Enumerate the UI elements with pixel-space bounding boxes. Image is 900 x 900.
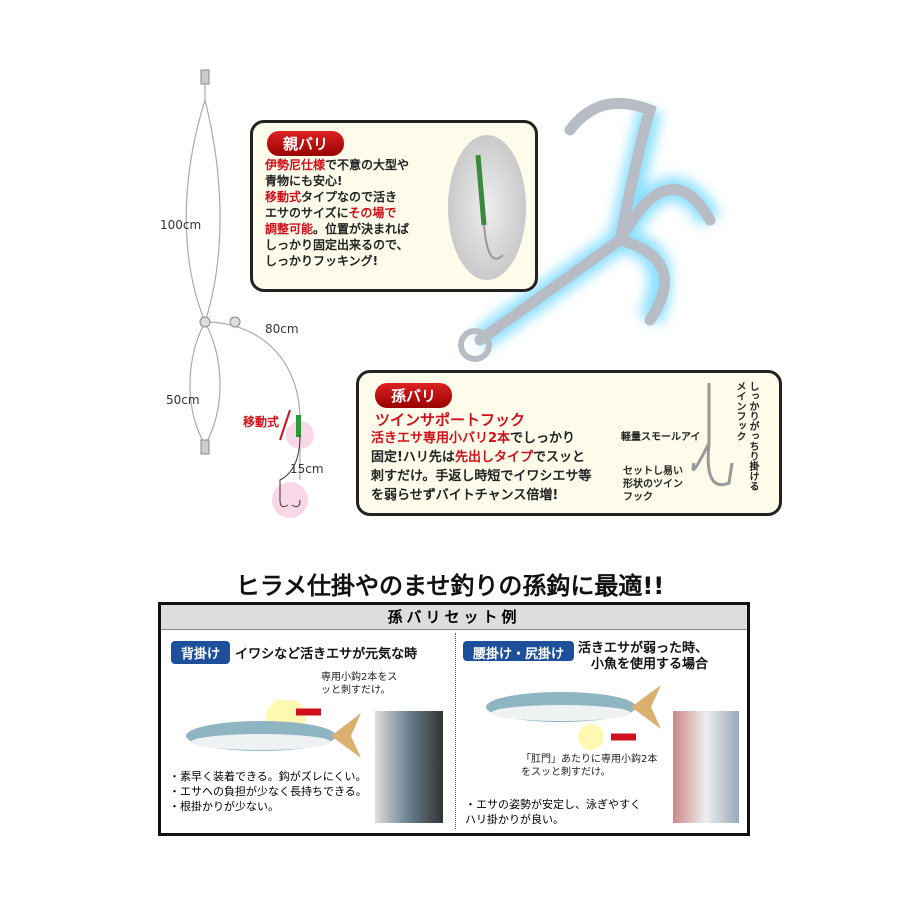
left-heading: イワシなど活きエサが元気な時 xyxy=(235,647,418,662)
bullet-item: ・エサへの負担が少なく長持ちできる。 xyxy=(169,785,367,798)
description-line: 刺すだけ。手返し時短でイワシエサ等 xyxy=(371,467,591,486)
label-main-hook: しっかりがっちり掛けるメインフック xyxy=(734,381,758,491)
right-heading-2: 小魚を使用する場合 xyxy=(591,657,709,672)
left-header: 背掛け イワシなど活きエサが元気な時 xyxy=(171,641,417,664)
text: を弱らせずバイトチャンス倍増! xyxy=(371,488,559,503)
treble-hook-image xyxy=(458,97,721,362)
highlight-text: その場で xyxy=(348,206,397,220)
mago-bari-subtitle: ツインサポートフック xyxy=(375,411,526,429)
mago-bari-title: 孫バリ xyxy=(375,383,453,408)
description-line: 青物にも安心! xyxy=(265,173,409,189)
length-branch: 80cm xyxy=(265,322,299,336)
right-bullets: ・エサの姿勢が安定し、泳ぎやすくハリ掛かりが良い。 xyxy=(465,797,641,827)
right-note: 「肛門」あたりに専用小鈎2本をスッと刺すだけ。 xyxy=(521,754,658,778)
panel-title: 孫バリセット例 xyxy=(161,605,747,630)
set-example-panel: 孫バリセット例 背掛け イワシなど活きエサが元気な時 専用小鈎2本をスッと刺すだ… xyxy=(158,602,750,836)
description-line: 活きエサ専用小バリ2本でしっかり xyxy=(371,429,591,448)
length-tip: 15cm xyxy=(290,462,324,476)
bullet-item: ・素早く装着できる。鈎がズレにくい。 xyxy=(169,770,367,783)
description-line: 移動式タイプなので活き xyxy=(265,189,409,205)
highlight-text: 移動式 xyxy=(265,190,302,204)
description-line: 伊勢尼仕様で不意の大型や xyxy=(265,157,409,173)
length-lower: 50cm xyxy=(166,393,200,407)
text: エサのサイズに xyxy=(265,206,349,220)
text: 刺すだけ。手返し時短でイワシエサ等 xyxy=(371,469,592,484)
twin-hook-image xyxy=(691,383,734,486)
oya-bari-title: 親バリ xyxy=(267,131,345,156)
bullet-item: ・エサの姿勢が安定し、泳ぎやすく xyxy=(465,798,641,811)
length-main: 100cm xyxy=(160,218,202,232)
left-bullets: ・素早く装着できる。鈎がズレにくい。・エサへの負担が少なく長持ちできる。・根掛か… xyxy=(169,769,367,814)
bullet-item: ハリ掛かりが良い。 xyxy=(465,813,564,826)
description-line: 固定!ハリ先は先出しタイプでスッと xyxy=(371,448,591,467)
movable-label: 移動式 xyxy=(243,415,280,429)
right-heading-1: 活きエサが弱った時、 xyxy=(578,641,709,656)
sardine-belly-image xyxy=(486,685,661,750)
oya-bari-description: 伊勢尼仕様で不意の大型や青物にも安心!移動式タイプなので活きエサのサイズにその場… xyxy=(265,157,409,269)
left-note: 専用小鈎2本をスッと刺すだけ。 xyxy=(321,672,398,696)
headline: ヒラメ仕掛やのませ釣りの孫鈎に最適!! xyxy=(235,572,665,600)
highlight-text: 先出しタイプ xyxy=(454,450,533,465)
text: で不意の大型や xyxy=(325,158,410,172)
text: しっかり固定出来るので、 xyxy=(265,238,409,252)
description-line: エサのサイズにその場で xyxy=(265,205,409,221)
right-photo xyxy=(673,711,739,823)
oya-bari-photo xyxy=(448,135,526,280)
text: しっかりフッキング! xyxy=(265,254,379,268)
description-line: しっかりフッキング! xyxy=(265,253,409,269)
text: タイプなので活き xyxy=(301,190,398,204)
highlight-text: 活きエサ専用小バリ2本 xyxy=(371,431,511,446)
label-small-eye: 軽量スモールアイ xyxy=(621,432,701,443)
bullet-item: ・根掛かりが少ない。 xyxy=(169,800,279,813)
description-line: 調整可能。位置が決まれば xyxy=(265,221,409,237)
mago-bari-callout: 孫バリ ツインサポートフック 活きエサ専用小バリ2本でしっかり固定!ハリ先は先出… xyxy=(356,370,782,516)
text: 固定!ハリ先は xyxy=(371,450,455,465)
belly-tail-hook-badge: 腰掛け・尻掛け xyxy=(463,641,575,662)
description-line: を弱らせずバイトチャンス倍増! xyxy=(371,486,591,505)
sardine-back-image xyxy=(186,700,361,758)
highlight-text: 調整可能 xyxy=(265,222,314,236)
description-line: しっかり固定出来るので、 xyxy=(265,237,409,253)
oya-bari-callout: 親バリ 伊勢尼仕様で不意の大型や青物にも安心!移動式タイプなので活きエサのサイズ… xyxy=(250,120,538,292)
text: 青物にも安心! xyxy=(265,174,343,188)
back-hook-badge: 背掛け xyxy=(171,641,231,664)
left-photo xyxy=(375,711,443,823)
text: でスッと xyxy=(532,450,585,465)
mago-bari-description: 活きエサ専用小バリ2本でしっかり固定!ハリ先は先出しタイプでスッと刺すだけ。手返… xyxy=(371,429,591,505)
label-twin-hook: セットし易い形状のツインフック xyxy=(623,466,683,503)
highlight-text: 伊勢尼仕様 xyxy=(265,158,326,172)
text: 。位置が決まれば xyxy=(313,222,410,236)
column-divider xyxy=(455,633,456,829)
text: でしっかり xyxy=(510,431,576,446)
rig-diagram xyxy=(185,69,314,518)
right-header: 腰掛け・尻掛け 活きエサが弱った時、小魚を使用する場合 xyxy=(463,641,708,673)
